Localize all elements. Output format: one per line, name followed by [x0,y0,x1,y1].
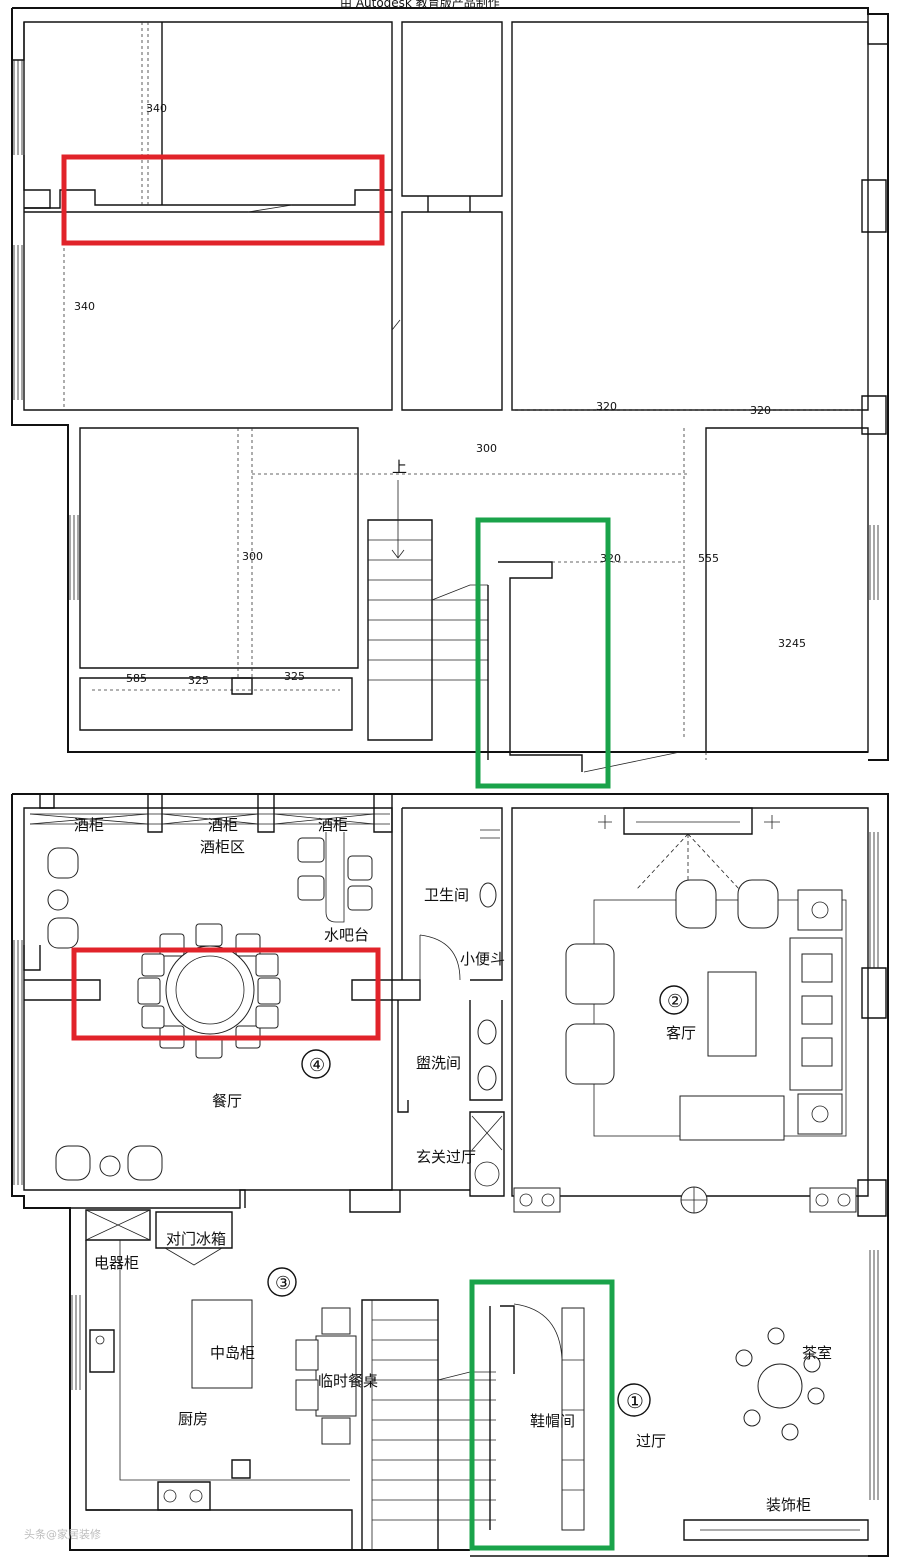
watermark: 头条@家居装修 [24,1527,101,1541]
upper-red-highlight-box [61,154,385,246]
marker-3: ③ [275,1273,291,1294]
label-wine-area: 酒柜区 [200,838,245,856]
label-washroom: 盥洗间 [416,1054,461,1072]
lower-floor-plan: 酒柜 酒柜 酒柜 酒柜区 水吧台 卫生间 小便斗 盥洗间 玄关过厅 餐厅 客厅 … [11,793,889,1557]
label-decor-cabinet: 装饰柜 [766,1496,811,1514]
room-labels: 酒柜 酒柜 酒柜 酒柜区 水吧台 卫生间 小便斗 盥洗间 玄关过厅 餐厅 客厅 … [74,816,832,1514]
dimension-labels: 340 340 320 320 300 300 320 555 3245 585… [74,102,806,687]
label-island: 中岛柜 [210,1344,255,1362]
dim-label: 300 [242,550,263,563]
dim-label: 340 [146,102,167,115]
marker-4: ④ [309,1055,325,1076]
label-living: 客厅 [666,1024,696,1042]
dim-label: 320 [596,400,617,413]
dim-label: 3245 [778,637,806,650]
label-hall: 过厅 [636,1432,666,1450]
dim-label: 325 [284,670,305,683]
label-dining: 餐厅 [212,1092,242,1110]
header-text: 由 Autodesk 教育版产品制作 [340,0,500,10]
dim-label: 325 [188,674,209,687]
label-temp-dining: 临时餐桌 [318,1372,378,1390]
label-wine-cabinet: 酒柜 [208,816,238,834]
lower-red-highlight-box [71,947,381,1041]
label-water-bar: 水吧台 [324,926,369,944]
dim-label: 300 [476,442,497,455]
label-tea-room: 茶室 [802,1344,832,1362]
dim-label: 320 [750,404,771,417]
label-wine-cabinet: 酒柜 [318,816,348,834]
stair-up-label: 上 [392,458,407,476]
numbered-markers: ④ ② ③ ① [267,985,689,1417]
dim-label: 555 [698,552,719,565]
label-urinal: 小便斗 [460,950,505,968]
upper-floor-plan: 由 Autodesk 教育版产品制作 [11,0,889,789]
label-wine-cabinet: 酒柜 [74,816,104,834]
label-fridge: 对门冰箱 [166,1230,226,1248]
label-appliance-cabinet: 电器柜 [94,1254,139,1272]
label-shoe-room: 鞋帽间 [530,1412,575,1430]
dim-label: 340 [74,300,95,313]
label-entry-hall: 玄关过厅 [416,1148,476,1166]
lower-green-highlight-box [469,1279,615,1551]
label-bathroom: 卫生间 [424,886,469,904]
upper-green-highlight-box [475,517,611,789]
dim-label: 585 [126,672,147,685]
marker-2: ② [667,991,683,1012]
label-kitchen: 厨房 [178,1410,208,1428]
marker-1: ① [626,1389,644,1413]
